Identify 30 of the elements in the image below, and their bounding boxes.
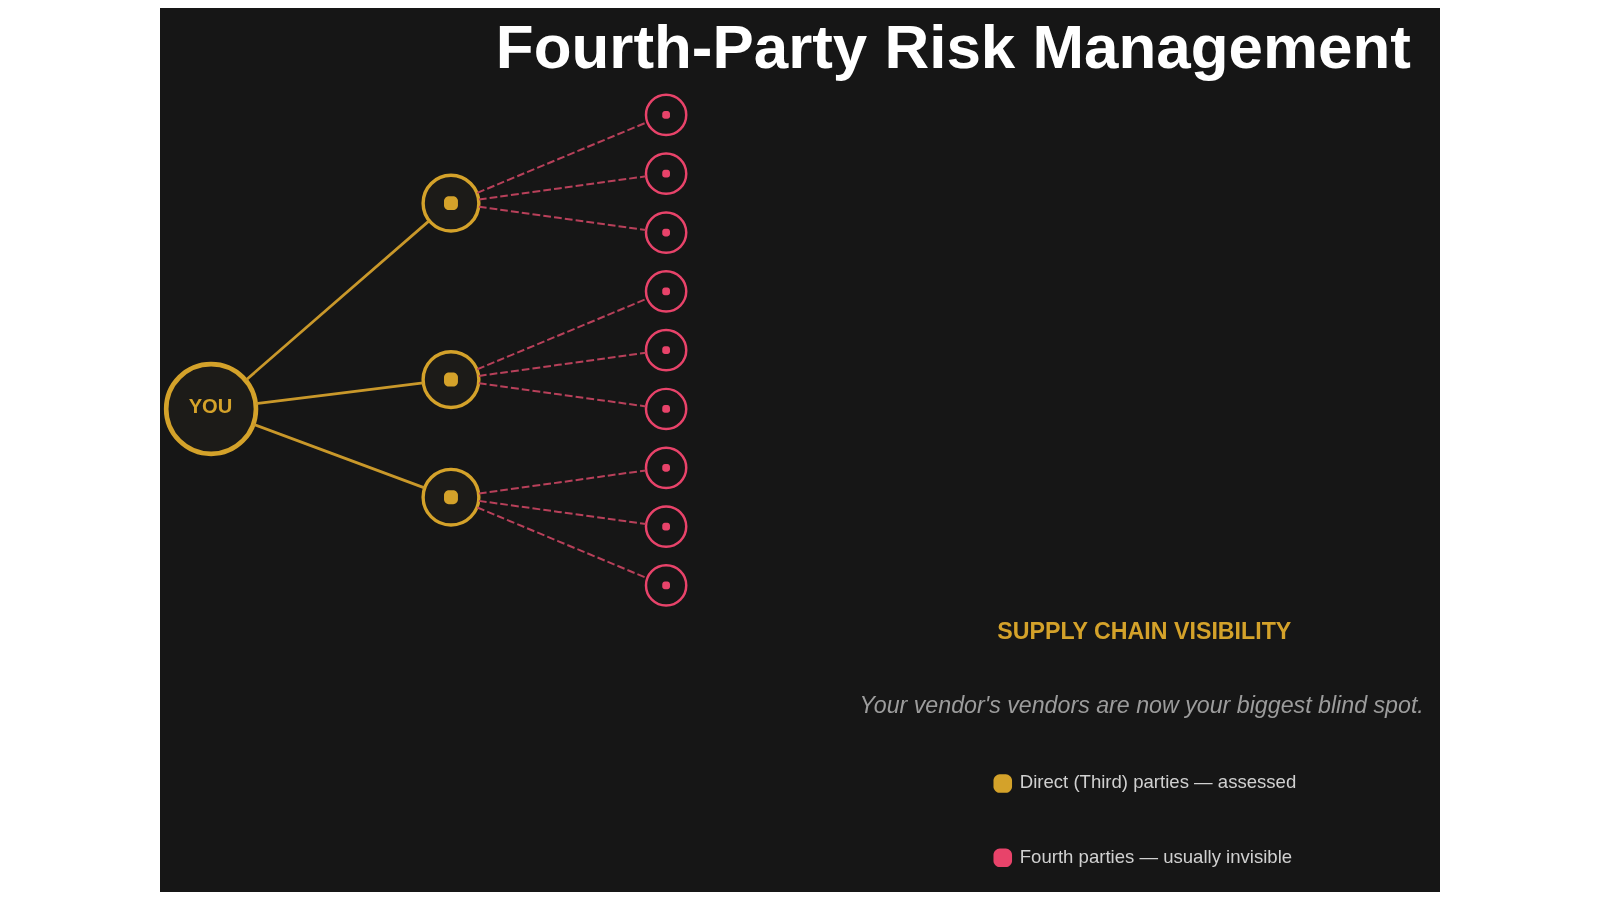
node-circle — [644, 564, 688, 607]
connector — [255, 381, 424, 405]
connector — [478, 499, 647, 526]
node-circle — [644, 270, 688, 313]
connector — [476, 121, 648, 194]
node-circle — [644, 211, 688, 254]
node-circle — [644, 328, 688, 372]
node-circle — [644, 93, 688, 137]
node-circle — [421, 350, 481, 410]
label: SUPPLY CHAIN VISIBILITY — [997, 617, 1292, 644]
node-circle — [644, 387, 688, 431]
node-circle — [644, 152, 688, 196]
connector — [478, 351, 647, 377]
diagram-title: Fourth-Party Risk Management — [495, 12, 1411, 82]
node-circle — [421, 467, 481, 527]
connector — [478, 175, 647, 201]
connector — [245, 220, 430, 381]
label: Your vendor's vendors are now your biggest blind spot. — [859, 692, 1424, 719]
connector — [476, 506, 648, 580]
connector — [478, 469, 647, 495]
connector — [478, 205, 647, 231]
node-circle — [644, 505, 688, 548]
connector — [252, 422, 425, 490]
connector — [476, 297, 648, 371]
connector — [478, 382, 647, 408]
node-circle — [421, 173, 481, 233]
node-circle — [644, 446, 688, 490]
legend-label: Direct (Third) parties — assessed — [1019, 771, 1297, 793]
legend-label: Fourth parties — usually invisible — [1019, 845, 1293, 867]
node-circle: YOU — [163, 361, 259, 457]
